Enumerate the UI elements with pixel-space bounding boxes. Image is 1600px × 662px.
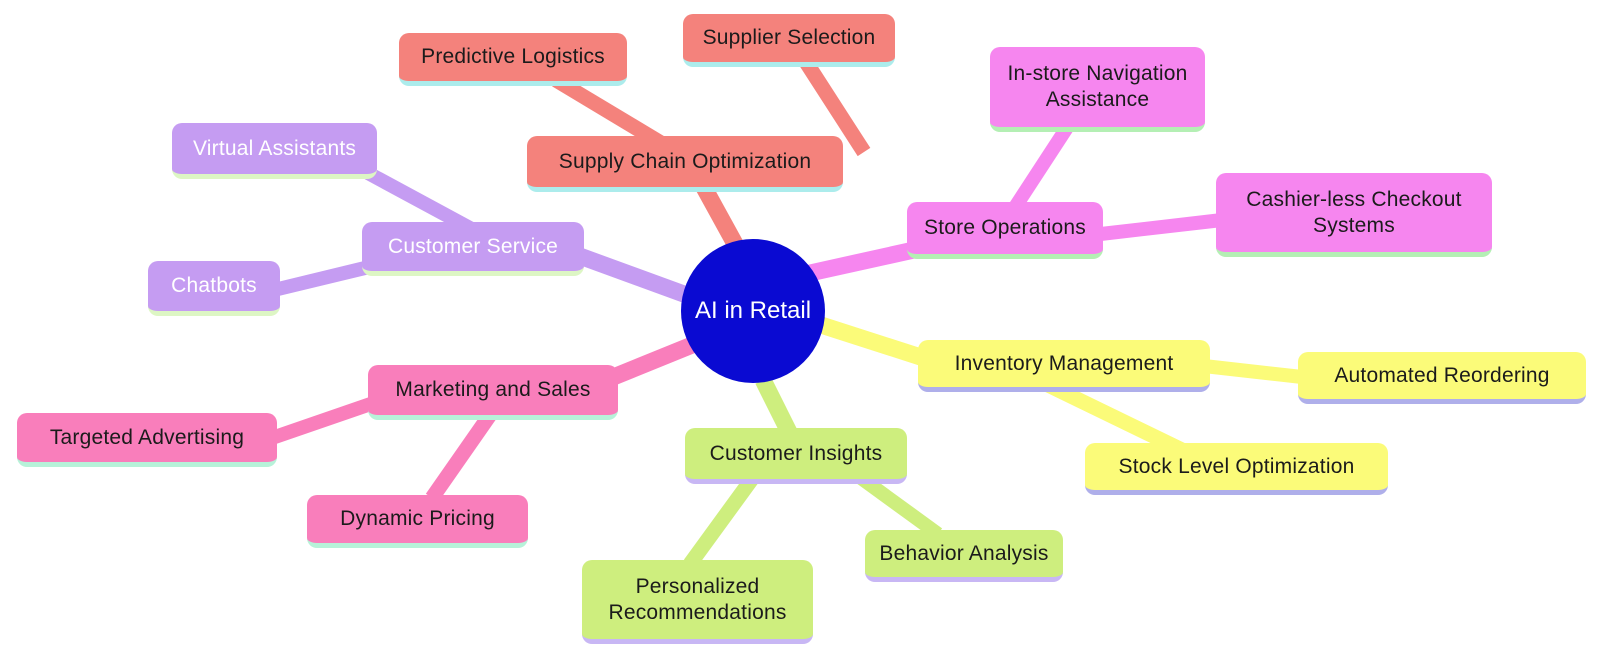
node-label: Predictive Logistics bbox=[421, 45, 605, 69]
mindmap-node-virtual-assistants: Virtual Assistants bbox=[172, 123, 377, 179]
mindmap-node-cashier-less-checkout-systems: Cashier-less Checkout Systems bbox=[1216, 173, 1492, 257]
node-label: In-store Navigation Assistance bbox=[1007, 62, 1188, 111]
root-node-ai-in-retail: AI in Retail bbox=[681, 239, 825, 383]
node-label: Stock Level Optimization bbox=[1118, 454, 1355, 478]
node-label: Marketing and Sales bbox=[395, 378, 591, 402]
node-label: Targeted Advertising bbox=[49, 425, 245, 449]
root-node-label: AI in Retail bbox=[694, 297, 812, 324]
mindmap-node-customer-insights: Customer Insights bbox=[685, 428, 907, 484]
node-label: Personalized Recommendations bbox=[608, 574, 787, 624]
mindmap-node-inventory-management: Inventory Management bbox=[918, 340, 1210, 392]
node-label: Dynamic Pricing bbox=[340, 507, 495, 531]
mindmap-node-stock-level-optimization: Stock Level Optimization bbox=[1085, 443, 1388, 495]
edge-automated-reordering--inventory-management bbox=[1203, 359, 1303, 384]
mindmap-node-behavior-analysis: Behavior Analysis bbox=[865, 530, 1063, 582]
edge-ai-in-retail--customer-service bbox=[563, 243, 695, 305]
edge-ai-in-retail--marketing-and-sales bbox=[602, 333, 706, 388]
mindmap-node-personalized-recommendations: Personalized Recommendations bbox=[582, 560, 813, 644]
mindmap-node-targeted-advertising: Targeted Advertising bbox=[17, 413, 277, 467]
mindmap-node-dynamic-pricing: Dynamic Pricing bbox=[307, 495, 528, 548]
node-label: Chatbots bbox=[171, 274, 257, 298]
node-label: Store Operations bbox=[924, 216, 1086, 240]
mindmap-node-supplier-selection: Supplier Selection bbox=[683, 14, 895, 67]
edge-supplier-selection--supply-chain-optimization bbox=[799, 57, 871, 157]
mindmap-node-in-store-navigation-assistance: In-store Navigation Assistance bbox=[990, 47, 1205, 132]
mindmap-node-customer-service: Customer Service bbox=[362, 222, 584, 276]
edge-ai-in-retail--inventory-management bbox=[815, 315, 939, 371]
mindmap-node-predictive-logistics: Predictive Logistics bbox=[399, 33, 627, 86]
mindmap-node-chatbots: Chatbots bbox=[148, 261, 280, 316]
edge-cashier-less-checkout-systems--store-operations bbox=[1091, 213, 1223, 242]
mindmap-node-automated-reordering: Automated Reordering bbox=[1298, 352, 1586, 404]
node-label: Automated Reordering bbox=[1334, 363, 1550, 387]
mindmap-node-marketing-and-sales: Marketing and Sales bbox=[368, 365, 618, 420]
node-label: Virtual Assistants bbox=[192, 136, 357, 160]
node-label: Cashier-less Checkout Systems bbox=[1246, 187, 1462, 237]
node-label: Supply Chain Optimization bbox=[558, 149, 812, 173]
edge-personalized-recommendations--customer-insights bbox=[683, 467, 764, 569]
edge-ai-in-retail--customer-insights bbox=[755, 376, 798, 438]
edge-dynamic-pricing--marketing-and-sales bbox=[425, 407, 499, 503]
node-label: Supplier Selection bbox=[702, 26, 876, 50]
node-label: Inventory Management bbox=[954, 351, 1174, 375]
node-label: Customer Insights bbox=[709, 441, 883, 465]
node-label: Customer Service bbox=[387, 234, 559, 258]
node-label: Behavior Analysis bbox=[879, 541, 1049, 565]
mindmap-node-store-operations: Store Operations bbox=[907, 202, 1103, 259]
mindmap-node-supply-chain-optimization: Supply Chain Optimization bbox=[527, 136, 843, 192]
edge-stock-level-optimization--inventory-management bbox=[1042, 377, 1186, 457]
